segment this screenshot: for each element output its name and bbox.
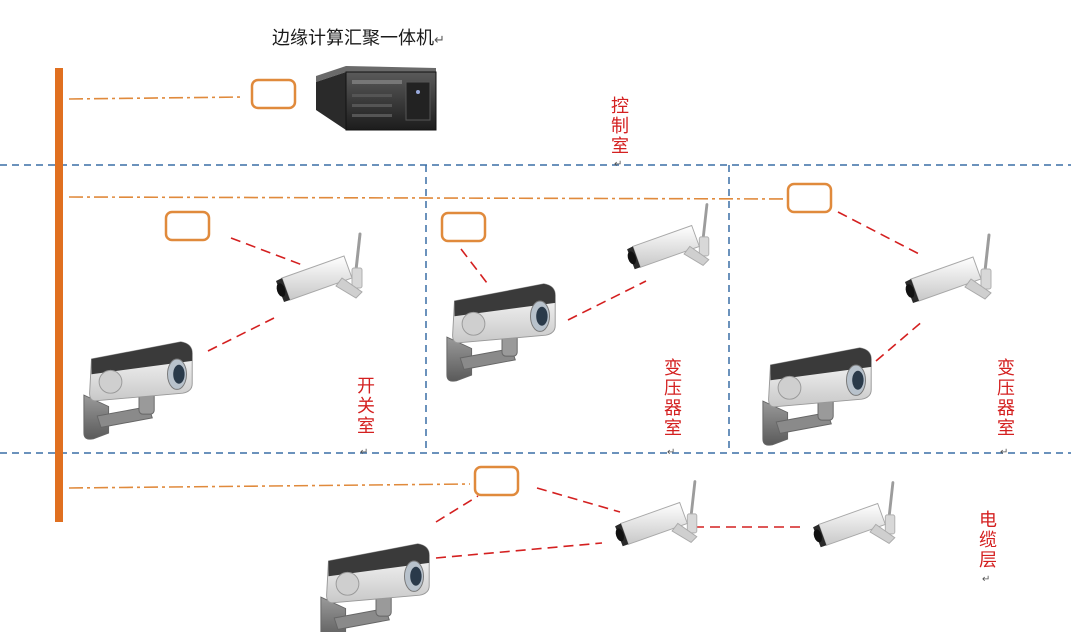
link — [435, 542, 603, 559]
link — [435, 495, 479, 523]
wall-mount-ptz-camera-icon — [762, 347, 872, 446]
label-switch-room: 开关室 — [357, 376, 375, 437]
wireless-bullet-camera-icon — [902, 233, 993, 305]
wireless-bullet-camera-icon — [273, 232, 364, 304]
paragraph-mark: ↵ — [982, 574, 990, 585]
wall-mount-ptz-camera-icon — [446, 283, 556, 382]
link — [536, 487, 621, 513]
paragraph-mark: ↵ — [667, 447, 675, 458]
label-transformer-room-1: 变压器室 — [664, 358, 682, 439]
link — [207, 317, 275, 352]
link — [230, 237, 306, 267]
wall-mount-ptz-camera-icon — [320, 543, 430, 632]
link — [460, 248, 488, 284]
wireless-bullet-camera-icon — [612, 480, 699, 548]
node-box-transformer-2 — [786, 182, 833, 214]
label-transformer-room-2: 变压器室 — [997, 358, 1015, 439]
node-boxes — [164, 78, 833, 497]
link — [837, 211, 924, 257]
uplink-server — [68, 96, 245, 100]
label-control-room: 控制室 — [611, 96, 629, 157]
uplinks — [68, 96, 789, 489]
wireless-links — [207, 211, 925, 559]
node-box-switch-room — [164, 210, 211, 242]
main-bus — [55, 68, 63, 522]
node-box-transformer-1 — [440, 211, 487, 243]
node-box-cable-layer — [473, 465, 520, 497]
wireless-bullet-camera-icon — [624, 203, 711, 271]
paragraph-mark: ↵ — [614, 159, 622, 170]
label-cable-layer: 电缆层 — [979, 510, 997, 571]
zone-borders — [0, 164, 1071, 454]
wall-mount-ptz-camera-icon — [83, 341, 193, 440]
wireless-bullet-camera-icon — [810, 481, 897, 549]
paragraph-mark: ↵ — [360, 447, 368, 458]
device-title: 边缘计算汇聚一体机↵ — [272, 28, 445, 49]
paragraph-mark: ↵ — [1000, 447, 1008, 458]
link — [567, 280, 647, 321]
rack-server-icon — [316, 66, 437, 131]
uplink-cable-layer — [68, 483, 471, 489]
node-box-server — [250, 78, 297, 110]
link — [875, 319, 925, 362]
uplink-zone-row — [68, 196, 789, 200]
